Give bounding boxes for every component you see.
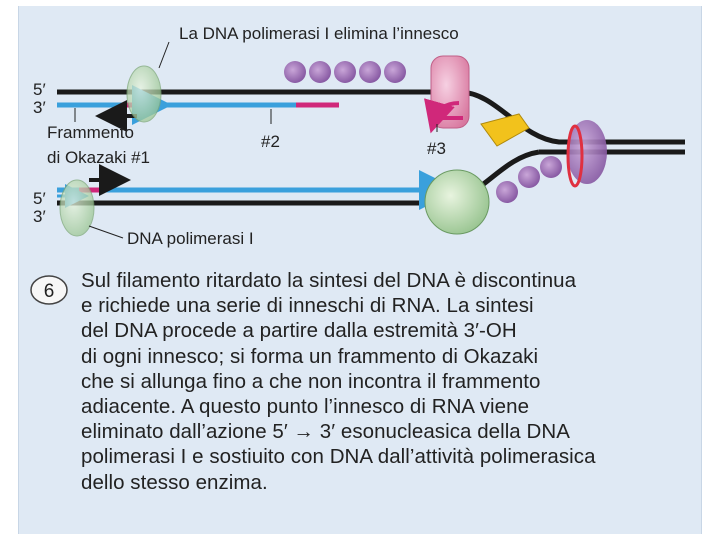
polymerase-label-leader <box>89 226 123 238</box>
caption-line: di ogni innesco; si forma un frammento d… <box>81 344 691 369</box>
caption-line: adiacente. A questo punto l’innesco di R… <box>81 394 691 419</box>
title-leader-line <box>159 42 169 68</box>
ssb-proteins-bottom <box>496 156 562 203</box>
dna-polymerase-i-top <box>127 66 161 122</box>
ssb-proteins-top <box>284 61 406 83</box>
caption-line: e richiede una serie di inneschi di RNA.… <box>81 293 691 318</box>
caption-line: del DNA procede a partire dalla estremit… <box>81 318 691 343</box>
primase <box>431 56 469 128</box>
label-3-prime-top: 3′ <box>33 98 46 117</box>
title-label: La DNA polimerasi I elimina l’innesco <box>179 24 459 43</box>
caption-line: eliminato dall’azione 5′ → 3′ esonucleas… <box>81 419 691 444</box>
label-fragment-2: #2 <box>261 132 280 151</box>
step-number: 6 <box>44 281 55 302</box>
label-fragment-3: #3 <box>427 139 446 158</box>
caption-line: Sul filamento ritardato la sintesi del D… <box>81 268 691 293</box>
caption-line: dello stesso enzima. <box>81 470 691 495</box>
label-5-prime-bottom: 5′ <box>33 189 46 208</box>
dna-polymerase-iii <box>425 170 489 234</box>
label-5-prime-top: 5′ <box>33 80 46 99</box>
figure-panel: La DNA polimerasi I elimina l’innesco <box>18 6 702 534</box>
label-fragment-line1: Frammento <box>47 123 134 142</box>
label-fragment-line2: di Okazaki #1 <box>47 148 150 167</box>
label-3-prime-bottom: 3′ <box>33 207 46 226</box>
caption-line: che si allunga fino a che non incontra i… <box>81 369 691 394</box>
caption-text: Sul filamento ritardato la sintesi del D… <box>81 268 691 495</box>
label-dna-polymerase-i: DNA polimerasi I <box>127 229 254 248</box>
dna-polymerase-i-bottom <box>60 180 94 236</box>
helicase <box>481 114 529 146</box>
caption-line: polimerasi I e sostiuito con DNA dall’at… <box>81 444 691 469</box>
step-number-badge: 6 <box>31 276 67 304</box>
topoisomerase <box>567 120 607 186</box>
